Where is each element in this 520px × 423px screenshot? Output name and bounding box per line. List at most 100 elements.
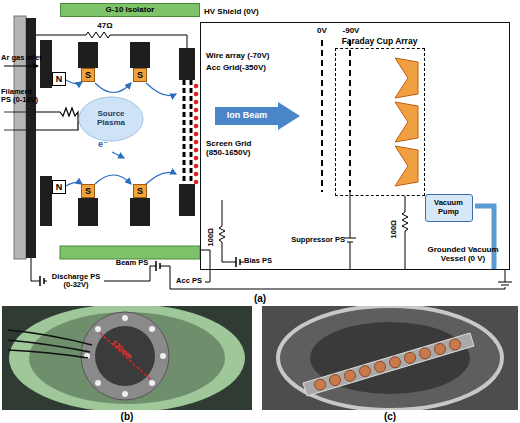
- wire-dot: [194, 172, 199, 177]
- isolator-ring: [9, 306, 245, 410]
- battery-symbol: [156, 261, 160, 271]
- resistor-value: 100Ω: [207, 222, 215, 252]
- isolator-inner: [29, 312, 225, 404]
- cup: [405, 352, 416, 363]
- voltage-label: 0V: [312, 27, 332, 36]
- wire-dot: [194, 132, 199, 137]
- grid-label: Acc Grid(-350V): [206, 64, 306, 73]
- gas-arrow: [4, 66, 38, 67]
- magnet: S: [81, 68, 95, 82]
- pole-block: [130, 198, 150, 226]
- wire-dot: [194, 164, 199, 169]
- supply-label: Discharge PS (0-32V): [47, 273, 105, 290]
- faraday-cup: [395, 102, 418, 142]
- cup: [330, 375, 341, 386]
- array-heading: Faraday Cup Array: [330, 37, 430, 46]
- bolt: [95, 380, 101, 386]
- grid-support: [179, 184, 195, 216]
- wire-dot: [194, 84, 199, 89]
- bolt: [95, 326, 101, 332]
- isolator-label: G-10 Isolator: [65, 6, 195, 15]
- bolt: [160, 353, 166, 359]
- pole-letter: S: [137, 187, 143, 196]
- cup: [315, 379, 326, 390]
- panel-label: (b): [115, 411, 139, 422]
- wire-dot: [194, 148, 199, 153]
- resistor-symbol: [219, 200, 236, 262]
- plasma-region: Source Plasma: [78, 96, 144, 142]
- wire-array: [194, 84, 199, 185]
- suppressor-plate: [349, 40, 351, 192]
- pump-label: Vacuum Pump: [427, 199, 471, 216]
- cup: [390, 357, 401, 368]
- battery-symbol: [236, 257, 240, 267]
- electron-label: e⁻: [98, 140, 112, 150]
- pole-block: [40, 40, 52, 88]
- dimension-line: [100, 333, 150, 379]
- wire: [31, 258, 40, 281]
- ion-source: [4, 16, 200, 259]
- cables: [8, 330, 92, 358]
- wire: [240, 262, 244, 263]
- bolt: [149, 326, 155, 332]
- pole-block: [130, 42, 150, 68]
- pump-box: Vacuum Pump: [425, 194, 473, 222]
- field-line: [95, 175, 131, 184]
- wire-dot: [194, 116, 199, 121]
- isolator-bar: [60, 246, 200, 259]
- chamber-port: [278, 306, 502, 410]
- supply-label: Filament PS (0-10V): [1, 88, 41, 105]
- faraday-cup: [395, 58, 418, 98]
- ground-symbol: [498, 270, 512, 288]
- resistor-symbol: [402, 196, 408, 270]
- supply-label: Bias PS: [244, 257, 284, 265]
- isolator-plate: [14, 16, 26, 259]
- voltage-label: -90V: [338, 27, 364, 36]
- arrow-polygon: [215, 102, 300, 130]
- wire-dot: [194, 100, 199, 105]
- source-aperture: [95, 326, 155, 386]
- photo-background: [2, 306, 252, 410]
- electron-path: [112, 152, 124, 158]
- field-line: [146, 83, 176, 96]
- chamber-photo: [262, 306, 518, 410]
- plasma-label: Source Plasma: [86, 110, 136, 128]
- wire-dot: [194, 92, 199, 97]
- isolator-bar: G-10 Isolator: [60, 3, 200, 17]
- bolt: [122, 315, 128, 321]
- battery-symbol: [344, 192, 356, 270]
- panel-label: (a): [248, 293, 272, 304]
- supply-label: Acc PS: [172, 277, 206, 285]
- field-line: [66, 80, 82, 84]
- bolts: [84, 315, 166, 397]
- ion-beam-arrow: Ion Beam: [215, 102, 300, 130]
- shield-label: HV Shield (0V): [204, 8, 294, 17]
- resistor-value: 100Ω: [390, 214, 398, 244]
- grid-label: Wire array (-70V): [206, 52, 306, 61]
- pole-letter: S: [85, 71, 91, 80]
- wire-dot: [194, 108, 199, 113]
- faraday-cup: [395, 146, 418, 186]
- pole-block: [78, 198, 98, 226]
- acc-grid: [190, 80, 193, 184]
- screen-grid: [183, 80, 186, 184]
- cup: [420, 348, 431, 359]
- resistor-symbol: [36, 32, 187, 48]
- resistor-value: 47Ω: [88, 22, 122, 31]
- pole-block: [78, 42, 98, 68]
- grid-label: Screen Grid (850-1650V): [206, 140, 262, 158]
- wire-dot: [194, 140, 199, 145]
- gas-label: Ar gas inlet: [1, 54, 47, 62]
- pole-letter: S: [137, 71, 143, 80]
- bolt: [149, 380, 155, 386]
- source-plate: [81, 312, 169, 400]
- magnet: S: [133, 68, 147, 82]
- supply-label: Beam PS: [112, 259, 152, 267]
- pole-block: [40, 176, 52, 226]
- cup-array: [315, 339, 461, 390]
- magnet: N: [52, 72, 66, 86]
- cup-array-box: Faraday Cup Array: [335, 48, 425, 196]
- power-wiring: [31, 200, 512, 289]
- panel-label: (c): [378, 411, 402, 422]
